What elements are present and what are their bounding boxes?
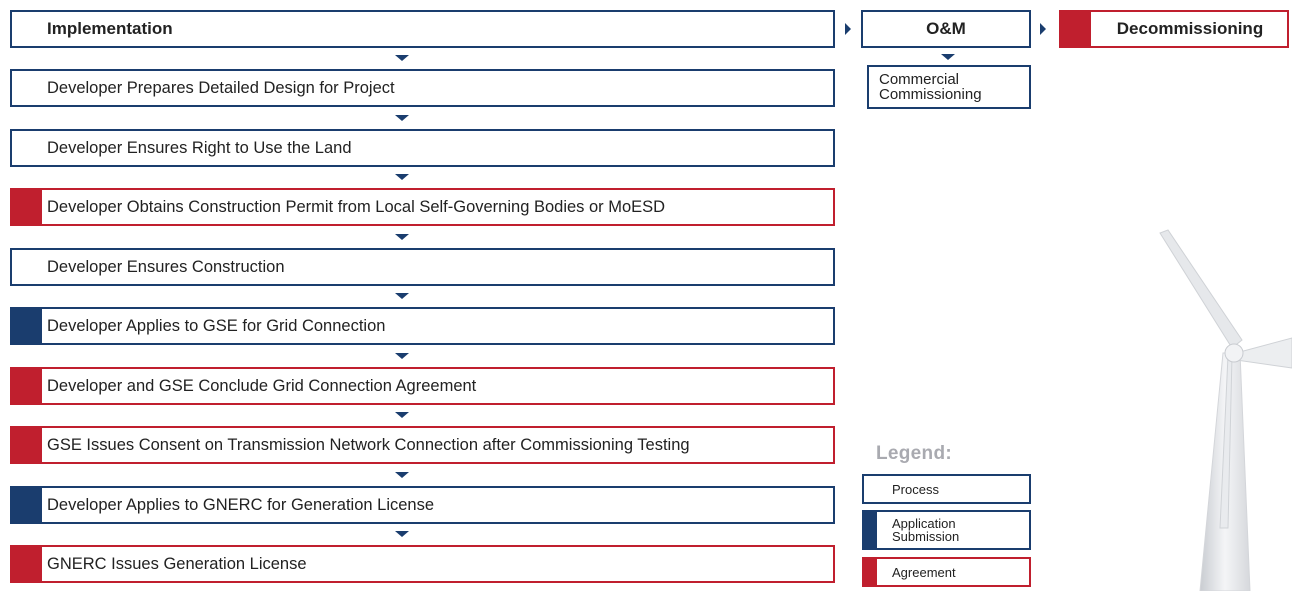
arrow-down-icon [395, 174, 409, 180]
arrow-down-icon [395, 353, 409, 359]
step-label: Developer Applies to GSE for Grid Connec… [47, 316, 386, 335]
step-label: Developer Ensures Construction [47, 257, 285, 276]
application-stripe [864, 512, 877, 548]
arrow-down-icon [395, 531, 409, 537]
agreement-stripe [864, 559, 877, 585]
step-agreement: GSE Issues Consent on Transmission Netwo… [10, 426, 835, 464]
om-phase-header: O&M [861, 10, 1031, 48]
legend-item-process: Process [862, 474, 1031, 504]
legend-item-label: Agreement [892, 564, 956, 580]
arrow-down-icon [941, 54, 955, 60]
legend-item-label: Application Submission [892, 516, 960, 544]
om-phase-label: O&M [926, 19, 966, 38]
agreement-stripe [12, 369, 42, 403]
agreement-stripe [12, 428, 42, 462]
step-label: GNERC Issues Generation License [47, 554, 307, 573]
step-application: Developer Applies to GNERC for Generatio… [10, 486, 835, 524]
decommissioning-phase-header: Decommissioning [1059, 10, 1289, 48]
application-stripe [12, 309, 42, 343]
arrow-down-icon [395, 412, 409, 418]
implementation-phase-header: Implementation [10, 10, 835, 48]
step-agreement: Developer and GSE Conclude Grid Connecti… [10, 367, 835, 405]
arrow-down-icon [395, 115, 409, 121]
step-process: Developer Prepares Detailed Design for P… [10, 69, 835, 107]
step-process: Developer Ensures Construction [10, 248, 835, 286]
legend-title: Legend: [876, 443, 952, 464]
arrow-down-icon [395, 234, 409, 240]
agreement-stripe [12, 190, 42, 224]
arrow-right-icon [845, 23, 851, 35]
step-label: Developer Applies to GNERC for Generatio… [47, 495, 435, 514]
legend-item-agreement: Agreement [862, 557, 1031, 587]
step-application: Developer Applies to GSE for Grid Connec… [10, 307, 835, 345]
om-step-commercial-commissioning: Commercial Commissioning [867, 65, 1031, 109]
arrow-right-icon [1040, 23, 1046, 35]
step-label: Developer and GSE Conclude Grid Connecti… [47, 376, 477, 395]
wind-turbine-illustration [1159, 229, 1292, 591]
step-label: GSE Issues Consent on Transmission Netwo… [47, 435, 690, 454]
step-agreement: Developer Obtains Construction Permit fr… [10, 188, 835, 226]
decommissioning-phase-label: Decommissioning [1116, 19, 1264, 38]
agreement-stripe [12, 547, 42, 581]
step-label: Developer Ensures Right to Use the Land [47, 138, 352, 157]
agreement-stripe [1061, 12, 1091, 46]
legend-item-label: Process [892, 481, 939, 497]
step-label: Developer Obtains Construction Permit fr… [47, 197, 666, 216]
arrow-down-icon [395, 472, 409, 478]
application-stripe [12, 488, 42, 522]
arrow-down-icon [395, 55, 409, 61]
implementation-phase-label: Implementation [47, 19, 173, 38]
legend-item-application-submission: Application Submission [862, 510, 1031, 550]
om-step-label: Commercial Commissioning [879, 71, 982, 103]
step-process: Developer Ensures Right to Use the Land [10, 129, 835, 167]
arrow-down-icon [395, 293, 409, 299]
step-agreement: GNERC Issues Generation License [10, 545, 835, 583]
step-label: Developer Prepares Detailed Design for P… [47, 78, 395, 97]
